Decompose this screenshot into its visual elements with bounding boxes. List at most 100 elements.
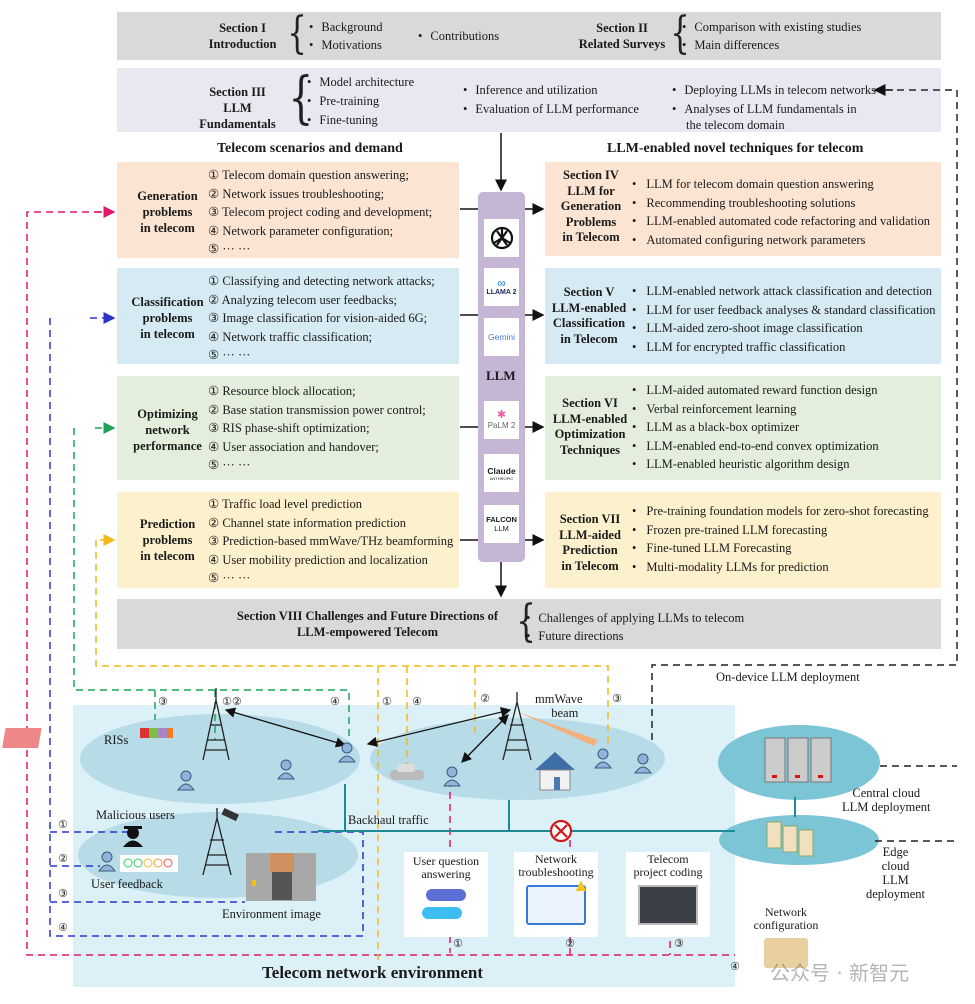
mmwave-beam — [518, 712, 598, 746]
central-line2: LLM deployment — [842, 800, 931, 814]
edge-cloud-label: Edge cloud LLM deployment — [866, 845, 925, 901]
main-flow-arrows — [460, 133, 545, 598]
title-line: Classification — [131, 295, 204, 309]
watermark: 公众号 · 新智元 — [770, 961, 910, 985]
list-item: LLM-enabled end-to-end convex optimizati… — [632, 437, 878, 456]
falcon-label: FALCON — [486, 515, 517, 524]
marker-2: ② — [480, 692, 490, 705]
classification-feedback-line — [49, 318, 364, 937]
marker-3: ③ — [612, 692, 622, 705]
falcon-logo-icon: FALCON LLM — [484, 505, 519, 543]
openai-icon — [490, 226, 513, 250]
code-monitor-icon — [638, 885, 698, 925]
problem-list-generation: ① Telecom domain question answering;② Ne… — [208, 166, 432, 259]
problem-list-optimization: ① Resource block allocation;② Base stati… — [208, 382, 426, 475]
title-line: LLM-enabled — [552, 411, 628, 426]
section-1-name: Introduction — [208, 37, 277, 51]
openai-logo-icon — [484, 219, 519, 257]
section-1-label: Section I — [219, 21, 266, 35]
list-item: ② Network issues troubleshooting; — [208, 186, 385, 201]
title-line: Techniques — [560, 442, 620, 457]
mmwave-line2: beam — [551, 706, 579, 720]
card-number: ④ — [730, 960, 740, 973]
section-3-title: Section III LLM Fundamentals — [185, 84, 290, 132]
problem-box-optimization — [117, 376, 459, 480]
title-line: in telecom — [140, 549, 195, 563]
wireless-links — [224, 707, 512, 763]
anthropic-label: ANTHROPIC — [489, 475, 514, 481]
title-line: Optimization — [554, 427, 626, 441]
gemini-label: Gemini — [488, 332, 515, 342]
problem-box-prediction — [117, 492, 459, 588]
list-item: Recommending troubleshooting solutions — [632, 194, 930, 213]
card-title: Network — [535, 852, 577, 866]
title-line: Optimizing — [137, 407, 198, 421]
problem-list-classification: ① Classifying and detecting network atta… — [208, 272, 435, 365]
list-item: Automated configuring network parameters — [632, 231, 930, 250]
technique-list-section-7: Pre-training foundation models for zero-… — [632, 502, 929, 577]
brace: { — [287, 8, 307, 59]
section-3-label: Section III — [209, 85, 266, 99]
list-item: ③ Image classification for vision-aided … — [208, 311, 428, 325]
title-line: Section VII — [559, 512, 621, 526]
card-title: Network — [765, 905, 807, 919]
card-title: project coding — [633, 865, 703, 879]
llama2-logo-icon: ∞ LLAMA 2 — [484, 268, 519, 306]
list-item: Pre-training foundation models for zero-… — [632, 502, 928, 521]
ris-panel-icon — [2, 728, 173, 748]
list-item: LLM-enabled automated code refactoring a… — [632, 212, 930, 231]
list-item: ① Classifying and detecting network atta… — [208, 274, 435, 288]
edge-line2: cloud — [881, 859, 910, 873]
technique-list-section-6: LLM-aided automated reward function desi… — [632, 381, 879, 474]
warning-icon: ▲ — [572, 875, 590, 895]
list-item: LLM-enabled heuristic algorithm design — [632, 455, 879, 474]
heading-techniques: LLM-enabled novel techniques for telecom — [607, 141, 864, 156]
technique-list-section-5: LLM-enabled network attack classificatio… — [632, 282, 936, 356]
title-line: network — [145, 423, 190, 437]
section-3-name: LLM Fundamentals — [199, 101, 276, 131]
list-item: Multi-modality LLMs for prediction — [632, 558, 929, 577]
marker-4: ④ — [58, 921, 68, 934]
card-number: ① — [453, 937, 463, 950]
list-item: ③ RIS phase-shift optimization; — [208, 421, 370, 435]
title-line: Section VI — [562, 396, 618, 410]
config-document-icon — [764, 938, 808, 968]
edge-server-icon — [766, 821, 814, 857]
meta-icon: ∞ — [497, 276, 506, 290]
title-line: Generation — [560, 199, 622, 213]
title-line: in Telecom — [561, 558, 619, 573]
environment-title: Telecom network environment — [262, 963, 483, 982]
list-item: ③ Telecom project coding and development… — [208, 205, 433, 219]
llm-label: LLM — [486, 368, 516, 383]
bullet: Pre-training — [307, 92, 379, 110]
card-title: Telecom — [647, 852, 689, 866]
title-line: Prediction — [562, 543, 618, 557]
laptop-chart-icon: ▲ — [526, 876, 590, 925]
technique-list-section-4: LLM for telecom domain question answerin… — [632, 175, 930, 249]
list-item: LLM-aided automated reward function desi… — [632, 381, 879, 400]
edge-line1: Edge — [882, 845, 909, 859]
link-failure-icon — [549, 819, 573, 843]
backhaul-lines — [318, 784, 796, 832]
section-8-name: LLM-empowered Telecom — [296, 625, 439, 639]
bullet: Challenges of applying LLMs to telecom — [526, 609, 744, 627]
list-item: LLM as a black-box optimizer — [632, 418, 879, 437]
list-item: ⑤ ··· ··· — [208, 458, 251, 472]
edge-line3: LLM — [882, 873, 909, 887]
list-item: ⑤ ··· ··· — [208, 571, 251, 585]
title-line: Prediction — [139, 517, 196, 531]
section-2-label: Section II — [596, 21, 648, 35]
title-line: LLM-enabled — [551, 300, 627, 315]
section-2-title: Section II Related Surveys — [572, 20, 672, 52]
title-line: Problems — [565, 214, 617, 229]
riss-label: RISs — [104, 733, 129, 747]
title-line: problems — [142, 205, 193, 219]
list-item: ④ User mobility prediction and localizat… — [208, 552, 428, 567]
list-item: ⑤ ··· ··· — [208, 348, 251, 362]
list-item: ⑤ ··· ··· — [208, 242, 251, 256]
list-item: LLM-aided zero-shoot image classificatio… — [632, 319, 936, 338]
